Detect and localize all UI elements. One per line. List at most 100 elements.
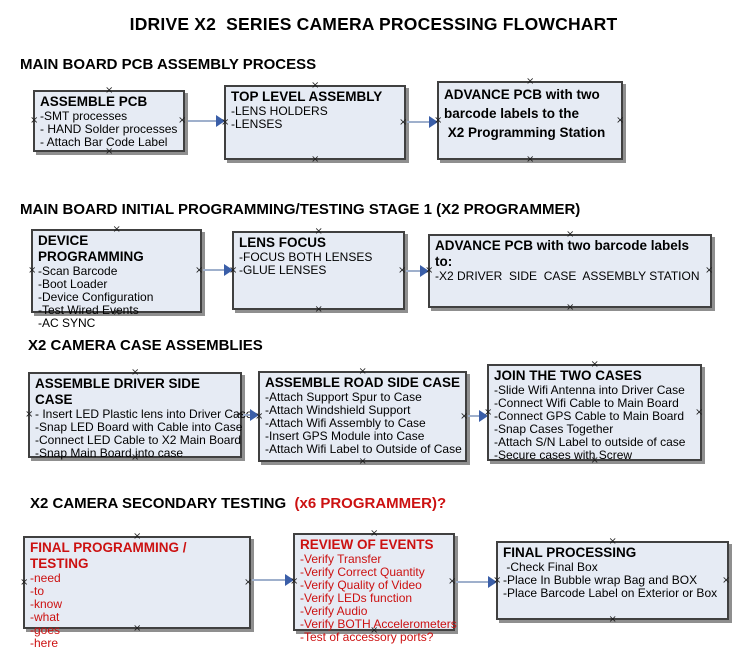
box-device-programming: DEVICE PROGRAMMING -Scan Barcode -Boot L… — [28, 225, 203, 330]
connector-anchor-icon — [30, 116, 38, 126]
box-item: -X2 DRIVER SIDE CASE ASSEMBLY STATION — [435, 269, 700, 283]
box-item: -Boot Loader — [38, 277, 108, 291]
connector-arrow — [456, 576, 497, 588]
box-lens-focus: LENS FOCUS -FOCUS BOTH LENSES -GLUE LENS… — [229, 227, 406, 315]
box-assemble-pcb: ASSEMBLE PCB -SMT processes - HAND Solde… — [30, 86, 185, 157]
connector-anchor-icon — [705, 266, 713, 276]
connector-arrow — [203, 264, 233, 276]
box-final-programming-testing: FINAL PROGRAMMING / TESTING -need -to -k… — [20, 532, 251, 650]
connector-anchor-icon — [493, 576, 501, 586]
connector-anchor-icon — [722, 576, 730, 586]
connector-anchor-icon — [28, 266, 36, 276]
connector-anchor-icon — [25, 410, 33, 420]
arrow-shaft — [203, 269, 226, 271]
box-title: FINAL PROGRAMMING / TESTING — [30, 540, 191, 571]
box-title: JOIN THE TWO CASES — [494, 368, 642, 383]
box-item: -Attach Support Spur to Case — [265, 390, 422, 404]
connector-anchor-icon — [290, 577, 298, 587]
connector-anchor-icon — [195, 266, 203, 276]
box-item: -Check Final Box — [503, 560, 598, 574]
box-item: -Connect Wifi Cable to Main Board — [494, 396, 679, 410]
arrow-shaft — [406, 270, 422, 272]
box-join-the-two-cases: JOIN THE TWO CASES -Slide Wifi Antenna i… — [484, 360, 703, 466]
box-title: ASSEMBLE DRIVER SIDE CASE — [35, 376, 204, 407]
box-title: ASSEMBLE ROAD SIDE CASE — [265, 375, 461, 390]
connector-arrow — [252, 574, 294, 586]
section-heading-secondary-testing: X2 CAMERA SECONDARY TESTING (x6 PROGRAMM… — [30, 495, 446, 512]
arrow-shaft — [456, 581, 490, 583]
box-item: -Device Configuration — [38, 290, 154, 304]
connector-anchor-icon — [235, 410, 243, 420]
box-item: -Snap Main Board into case — [35, 446, 184, 460]
box-item: -LENS HOLDERS — [231, 104, 328, 118]
connector-anchor-icon — [616, 116, 624, 126]
box-item: -Secure cases with Screw — [494, 448, 633, 462]
connector-anchor-icon — [398, 266, 406, 276]
arrow-shaft — [243, 414, 252, 416]
section-heading-case-assemblies: X2 CAMERA CASE ASSEMBLIES — [28, 337, 263, 354]
box-title: FINAL PROCESSING — [503, 545, 637, 560]
box-top-level-assembly: TOP LEVEL ASSEMBLY -LENS HOLDERS -LENSES — [221, 81, 407, 165]
connector-anchor-icon — [695, 408, 703, 418]
box-assemble-road-side-case: ASSEMBLE ROAD SIDE CASE -Attach Support … — [255, 367, 468, 467]
box-advance-pcb-programming-station: ADVANCE PCB with two barcode labels to t… — [434, 77, 624, 165]
box-item: -AC SYNC — [38, 316, 96, 330]
connector-arrow — [188, 115, 225, 127]
box-item: -goes — [30, 623, 61, 637]
box-title: TOP LEVEL ASSEMBLY — [231, 89, 383, 104]
box-item: -Attach Windshield Support — [265, 403, 411, 417]
box-item: -LENSES — [231, 117, 283, 131]
connector-anchor-icon — [399, 118, 407, 128]
heading-text: X2 CAMERA SECONDARY TESTING — [30, 495, 291, 512]
box-item: -SMT processes — [40, 109, 128, 123]
box-item: -here — [30, 636, 59, 650]
arrow-shaft — [468, 415, 481, 417]
box-item: -Attach Wifi Label to Outside of Case — [265, 442, 462, 456]
box-item: -Scan Barcode — [38, 264, 118, 278]
arrow-shaft — [188, 120, 218, 122]
box-item: -Place Barcode Label on Exterior or Box — [503, 586, 718, 600]
box-title: LENS FOCUS — [239, 235, 327, 250]
arrow-shaft — [407, 121, 431, 123]
connector-anchor-icon — [425, 266, 433, 276]
box-item: -Verify Transfer — [300, 552, 382, 566]
box-item: -Verify LEDs function — [300, 591, 413, 605]
box-item: -what — [30, 610, 60, 624]
box-item: - HAND Solder processes — [40, 122, 178, 136]
box-item: -Attach Wifi Assembly to Case — [265, 416, 426, 430]
box-item: -know — [30, 597, 63, 611]
box-item: -Test of accessory ports? — [300, 630, 434, 644]
box-item: -Verify Quality of Video — [300, 578, 422, 592]
section-heading-pcb-assembly: MAIN BOARD PCB ASSEMBLY PROCESS — [20, 56, 317, 73]
connector-anchor-icon — [448, 577, 456, 587]
box-item: -to — [30, 584, 45, 598]
box-advance-pcb-case-assembly: ADVANCE PCB with two barcode labels to: … — [425, 230, 713, 313]
box-title: DEVICE PROGRAMMING — [38, 233, 144, 264]
connector-anchor-icon — [221, 118, 229, 128]
page-title: IDRIVE X2 SERIES CAMERA PROCESSING FLOWC… — [129, 14, 618, 34]
box-item: -Slide Wifi Antenna into Driver Case — [494, 383, 685, 397]
box-item: -Connect GPS Cable to Main Board — [494, 409, 685, 423]
box-item: -Verify Audio — [300, 604, 368, 618]
box-item: -Snap Cases Together — [494, 422, 614, 436]
box-item: -Insert GPS Module into Case — [265, 429, 425, 443]
connector-anchor-icon — [434, 116, 442, 126]
connector-anchor-icon — [460, 412, 468, 422]
connector-anchor-icon — [255, 412, 263, 422]
box-item: -Snap LED Board with Cable into Case — [35, 420, 243, 434]
box-item: -need — [30, 571, 61, 585]
box-title: ADVANCE PCB with two barcode labels to t… — [444, 87, 606, 140]
box-review-of-events: REVIEW OF EVENTS -Verify Transfer -Verif… — [290, 529, 457, 644]
box-item: -Connect LED Cable to X2 Main Board — [35, 433, 242, 447]
box-item: -Verify Correct Quantity — [300, 565, 425, 579]
connector-arrow — [407, 116, 438, 128]
connector-anchor-icon — [484, 408, 492, 418]
box-title: ADVANCE PCB with two barcode labels to: — [435, 238, 693, 269]
box-title: REVIEW OF EVENTS — [300, 537, 434, 552]
box-item: -Place In Bubble wrap Bag and BOX — [503, 573, 698, 587]
arrow-shaft — [252, 579, 287, 581]
box-title: ASSEMBLE PCB — [40, 94, 148, 109]
box-item: -FOCUS BOTH LENSES — [239, 250, 373, 264]
connector-anchor-icon — [20, 578, 28, 588]
connector-anchor-icon — [229, 266, 237, 276]
